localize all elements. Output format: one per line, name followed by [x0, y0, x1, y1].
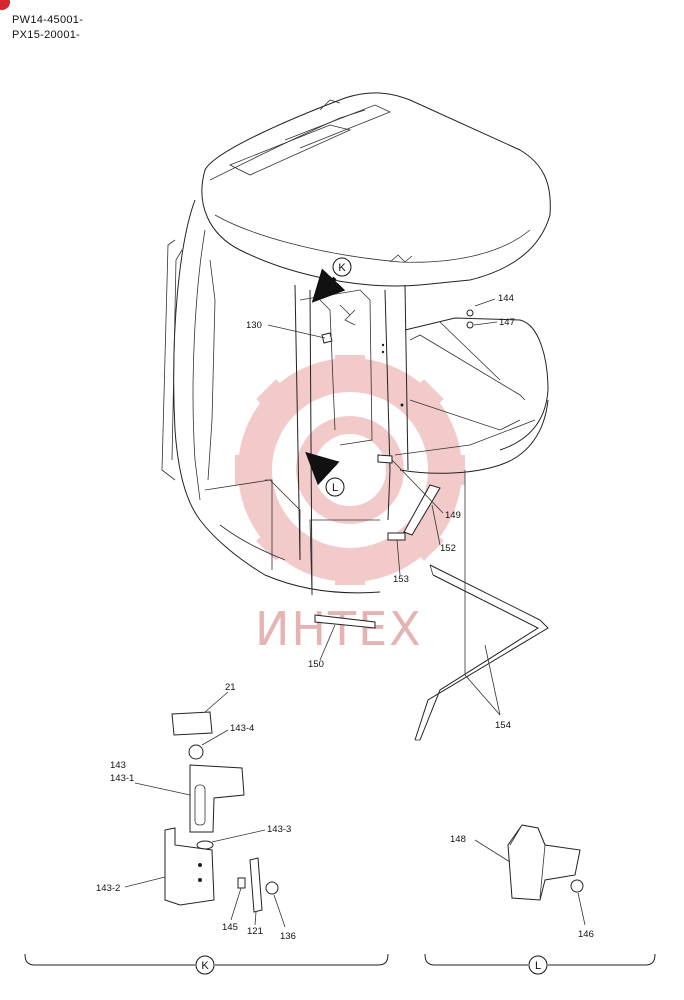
callout-130: 130	[246, 320, 262, 331]
watermark-text: ИНТЕХ	[255, 602, 423, 656]
svg-text:K: K	[201, 960, 209, 972]
callout-150: 150	[308, 659, 324, 670]
svg-text:L: L	[332, 482, 338, 494]
part-152-trim	[403, 484, 441, 536]
callout-153: 153	[393, 574, 409, 585]
watermark-gear	[235, 355, 465, 585]
part-146-bolt	[570, 879, 584, 893]
part-143-2-bracket	[164, 827, 215, 906]
detail-k-pointer: K	[311, 257, 352, 303]
callout-143: 143	[110, 760, 126, 771]
detail-k-group	[124, 691, 286, 928]
part-148-cover	[507, 824, 581, 901]
part-144-bolt	[466, 309, 474, 317]
detail-l-bracket: L	[424, 953, 656, 975]
cabin-frame	[161, 92, 551, 596]
part-150-strip	[314, 614, 376, 629]
corner-logo-mark	[0, 0, 10, 10]
callout-154: 154	[495, 720, 511, 731]
callout-121: 121	[247, 926, 263, 937]
callout-148: 148	[450, 834, 466, 845]
part-121-stay	[249, 857, 263, 913]
callout-143-4: 143-4	[230, 723, 254, 734]
callout-144: 144	[498, 293, 514, 304]
part-145-clip	[237, 877, 246, 889]
callout-147: 147	[499, 317, 515, 328]
callout-143-3: 143-3	[267, 824, 291, 835]
callout-136: 136	[280, 931, 296, 942]
serial-range-2: PX15-20001-	[12, 29, 81, 41]
part-130-clip	[321, 332, 333, 344]
callout-lines	[267, 298, 501, 716]
detail-l-group	[474, 824, 586, 926]
callout-149: 149	[445, 510, 461, 521]
part-154-seal	[414, 564, 549, 741]
callout-143-2: 143-2	[96, 883, 120, 894]
svg-text:L: L	[535, 960, 541, 972]
part-147-washer	[466, 321, 474, 329]
part-143-4-knob	[188, 744, 204, 760]
callout-143-1: 143-1	[110, 773, 134, 784]
part-21-pad	[171, 711, 213, 736]
callout-152: 152	[440, 543, 456, 554]
part-136-bolt	[265, 881, 279, 895]
callout-146: 146	[578, 929, 594, 940]
svg-text:K: K	[338, 262, 346, 274]
detail-k-bracket: K	[24, 953, 389, 975]
part-153-trim	[387, 532, 406, 541]
part-149-bracket	[377, 454, 393, 464]
detail-l-pointer: L	[305, 451, 345, 497]
callout-21: 21	[225, 682, 236, 693]
serial-range-1: PW14-45001-	[12, 14, 84, 26]
part-143-1-plate	[189, 764, 245, 833]
callout-145: 145	[222, 922, 238, 933]
